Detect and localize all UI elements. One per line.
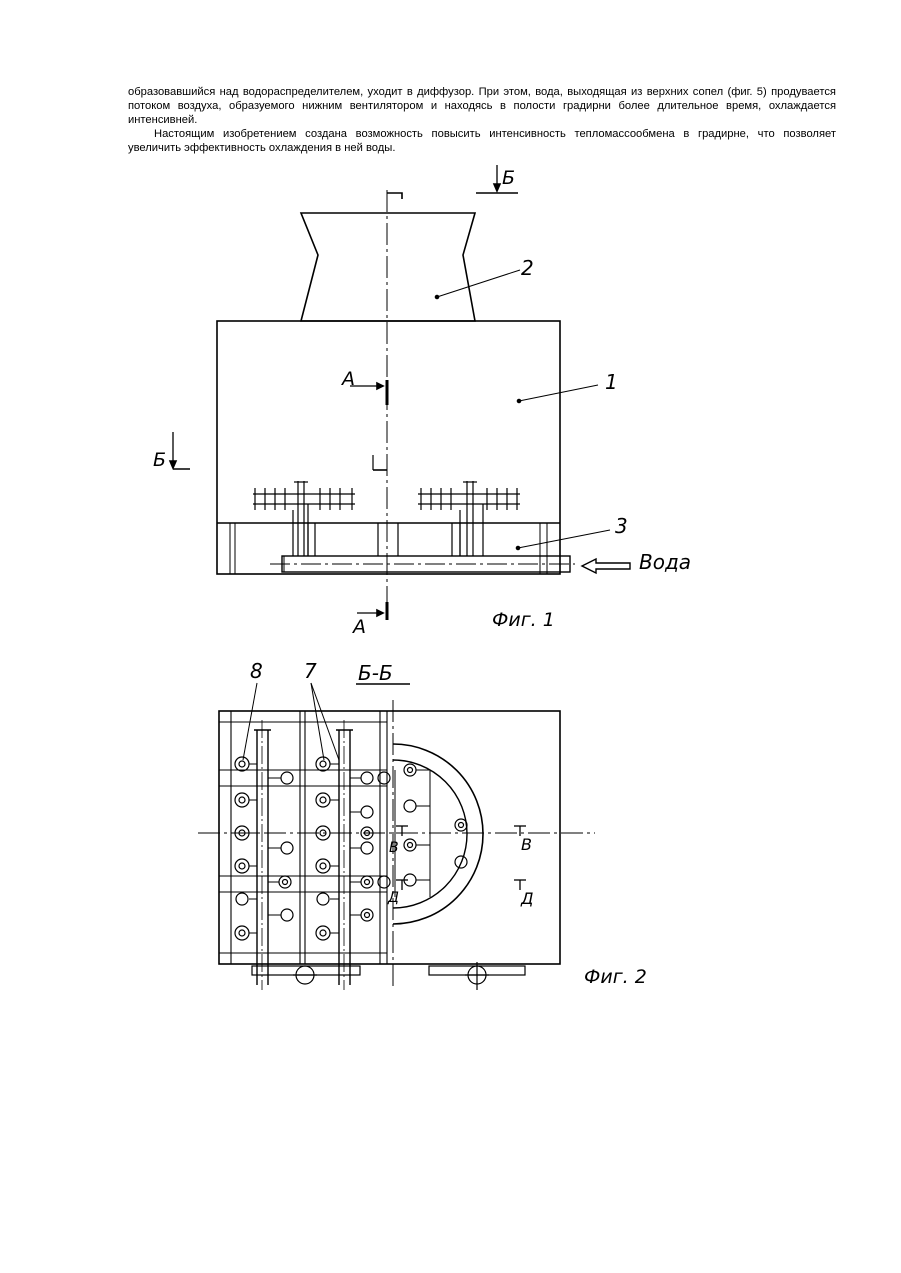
section-v-label: В [389, 840, 399, 856]
section-a-bottom-label: А [351, 616, 366, 638]
fan-housing [393, 744, 483, 924]
distributor-right [418, 481, 520, 556]
section-d-label: Д [387, 890, 399, 906]
figure-1-caption: Фиг. 1 [492, 609, 555, 631]
figure-1-drawing [170, 165, 630, 620]
section-v2-label: В [521, 835, 532, 854]
section-d2-label: Д [520, 889, 534, 908]
section-b-left-label: Б [153, 449, 166, 471]
section-a-top-label: А [340, 368, 355, 390]
bottom-pipe-stubs [252, 962, 525, 990]
figure-2-drawing [198, 683, 595, 990]
water-header-pipe [270, 556, 575, 572]
nozzles-plain [236, 772, 467, 921]
label-7: 7 [304, 659, 317, 683]
label-1: 1 [605, 370, 618, 394]
label-8: 8 [250, 659, 263, 683]
distributor-left [253, 481, 355, 556]
water-label: Вода [639, 550, 691, 574]
collector-pipes [254, 730, 353, 985]
label-3: 3 [615, 514, 628, 538]
tower-body [217, 321, 560, 574]
water-inlet-arrow [582, 559, 630, 573]
plan-outline [219, 711, 560, 964]
label-2: 2 [521, 256, 534, 280]
figure-2-caption: Фиг. 2 [584, 966, 647, 988]
section-title-b-b: Б-Б [358, 661, 393, 685]
section-b-top-label: Б [502, 167, 515, 189]
diffuser [301, 213, 475, 321]
